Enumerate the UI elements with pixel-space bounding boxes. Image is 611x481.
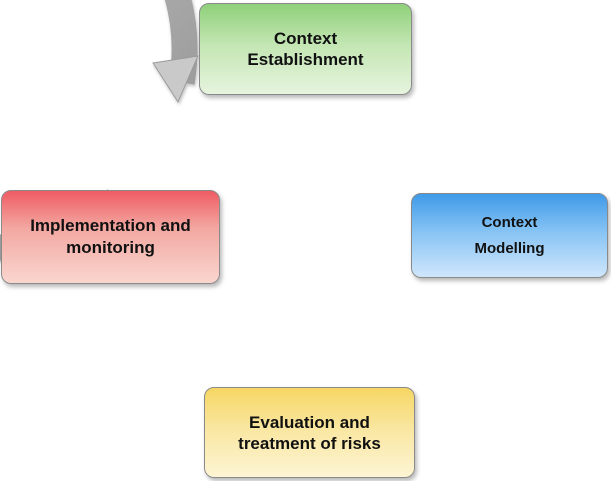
cycle-arrowhead bbox=[152, 55, 199, 104]
node-context-modelling-line-1: Context bbox=[481, 213, 538, 231]
node-implementation-monitoring-line-1: Implementation and bbox=[30, 216, 191, 235]
node-context-establishment-line-1: Context bbox=[273, 29, 338, 48]
node-evaluation-treatment-line-2: treatment of risks bbox=[238, 433, 381, 453]
node-implementation-monitoring-line-2: monitoring bbox=[66, 238, 155, 257]
node-context-establishment-line-2: Establishment bbox=[247, 50, 364, 69]
node-context-establishment: Context Establishment bbox=[199, 3, 412, 95]
node-context-modelling: Context Modelling bbox=[411, 193, 608, 278]
node-evaluation-treatment-line-1: Evaluation and bbox=[249, 412, 370, 432]
node-evaluation-treatment: Evaluation and treatment of risks bbox=[204, 387, 415, 478]
node-context-modelling-line-2: Modelling bbox=[474, 239, 545, 257]
node-implementation-monitoring: Implementation and monitoring bbox=[1, 190, 220, 284]
